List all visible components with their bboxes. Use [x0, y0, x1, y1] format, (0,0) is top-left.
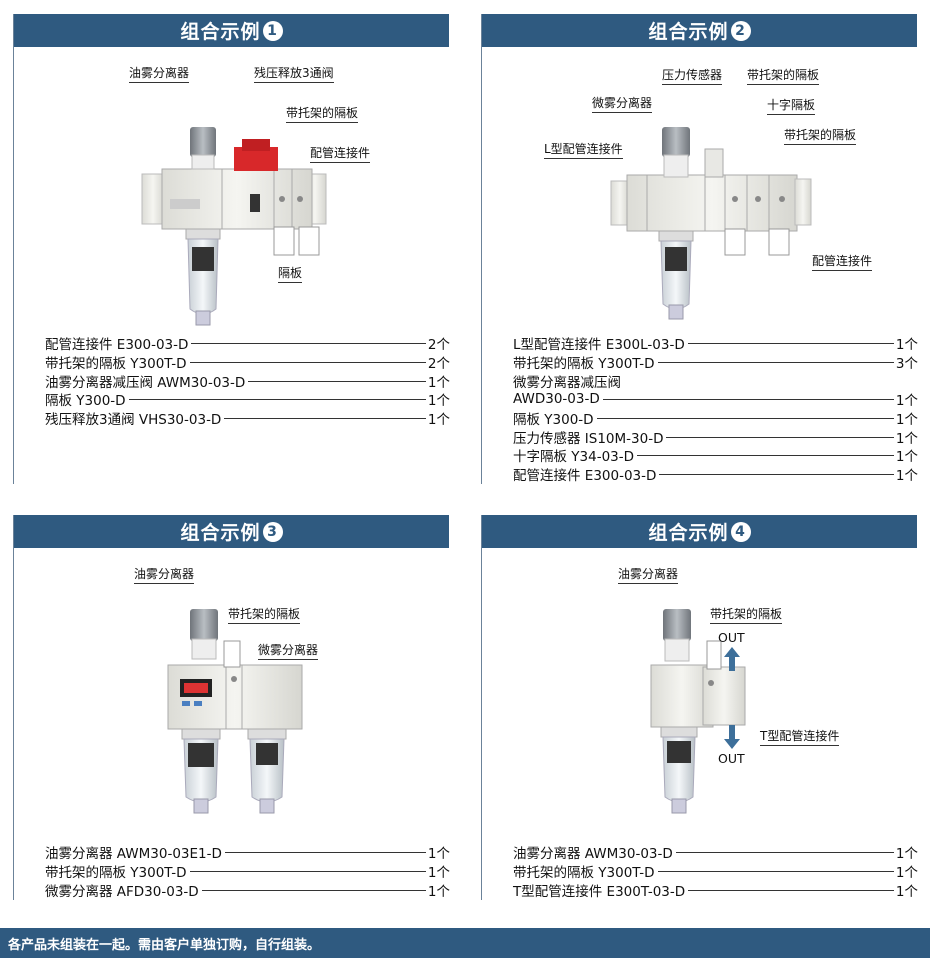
callout-residual-pressure-valve: 残压释放3通阀	[254, 64, 334, 83]
callout-cross-spacer: 十字隔板	[767, 96, 816, 115]
circled-number: 1	[262, 20, 283, 41]
out-label-top: OUT	[718, 630, 745, 645]
callout-pressure-sensor: 压力传感器	[662, 66, 723, 85]
panel-title: 组合示例	[648, 21, 729, 43]
callout-mist-separator: 油雾分离器	[618, 565, 679, 584]
callout-micro-mist-separator: 微雾分离器	[258, 641, 319, 660]
callout-mist-separator: 油雾分离器	[129, 64, 190, 83]
callout-spacer: 隔板	[278, 264, 303, 283]
callout-micro-mist-separator: 微雾分离器	[592, 94, 653, 113]
arrow-down-icon	[724, 725, 740, 749]
product-illustration	[610, 127, 812, 320]
callout-bracket-spacer: 带托架的隔板	[710, 605, 783, 624]
panel-title: 组合示例	[180, 522, 261, 544]
list-item: 微雾分离器减压阀	[513, 374, 621, 391]
callout-bracket-spacer-2: 带托架的隔板	[784, 126, 857, 145]
callout-t-piping-adapter: T型配管连接件	[760, 727, 840, 746]
callout-l-piping-adapter: L型配管连接件	[544, 140, 623, 159]
out-label-bottom: OUT	[718, 751, 745, 766]
product-illustration	[650, 609, 746, 814]
panel-title: 组合示例	[180, 21, 261, 43]
callout-bracket-spacer: 带托架的隔板	[747, 66, 820, 85]
circled-number: 4	[730, 521, 751, 542]
panel-title: 组合示例	[648, 522, 729, 544]
footer-note: 各产品未组装在一起。需由客户单独订购，自行组装。	[0, 928, 930, 958]
product-illustration	[167, 609, 303, 814]
circled-number: 2	[730, 20, 751, 41]
callout-piping-adapter: 配管连接件	[812, 252, 873, 271]
callout-mist-separator: 油雾分离器	[134, 565, 195, 584]
callout-bracket-spacer: 带托架的隔板	[228, 605, 301, 624]
callout-piping-adapter: 配管连接件	[310, 144, 371, 163]
arrow-up-icon	[724, 647, 740, 671]
callout-bracket-spacer: 带托架的隔板	[286, 104, 359, 123]
product-illustration	[141, 127, 327, 326]
circled-number: 3	[262, 521, 283, 542]
